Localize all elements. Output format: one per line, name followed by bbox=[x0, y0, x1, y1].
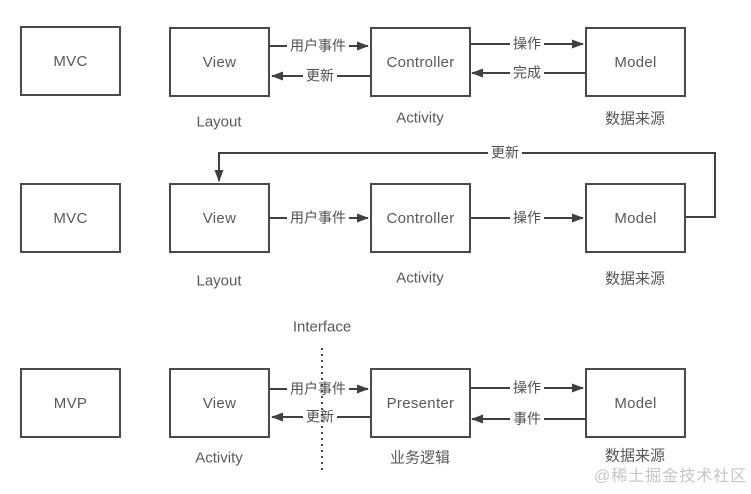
d3-model-label: Model bbox=[614, 394, 657, 412]
d1-pattern-label: MVC bbox=[53, 52, 88, 70]
d3-view-box: View bbox=[169, 368, 270, 438]
d1-model-caption: 数据来源 bbox=[604, 110, 666, 128]
d3-arrow-label-operate: 操作 bbox=[510, 379, 544, 397]
d3-presenter-box: Presenter bbox=[370, 368, 471, 438]
d3-arrow-label-user-event: 用户事件 bbox=[287, 380, 349, 398]
d1-arrow-label-operate: 操作 bbox=[510, 35, 544, 53]
d3-view-caption: Activity bbox=[195, 449, 243, 467]
d3-pattern-label: MVP bbox=[53, 394, 88, 412]
d1-view-box: View bbox=[169, 27, 270, 97]
d1-view-caption: Layout bbox=[196, 113, 242, 131]
d2-arrow-label-operate: 操作 bbox=[510, 209, 544, 227]
d3-model-caption: 数据来源 bbox=[604, 447, 666, 465]
d2-view-label: View bbox=[202, 209, 237, 227]
d1-controller-caption: Activity bbox=[396, 109, 444, 127]
d2-pattern-label: MVC bbox=[53, 209, 88, 227]
d2-controller-label: Controller bbox=[386, 209, 455, 227]
d3-interface-divider-dotted-line bbox=[321, 348, 323, 473]
d3-pattern-box-mvp: MVP bbox=[20, 368, 121, 438]
d1-arrow-label-done: 完成 bbox=[510, 64, 544, 82]
d1-arrow-label-user-event: 用户事件 bbox=[287, 37, 349, 55]
d3-interface-label: Interface bbox=[292, 318, 352, 336]
d2-view-caption: Layout bbox=[196, 272, 242, 290]
d2-model-caption: 数据来源 bbox=[604, 270, 666, 288]
d1-arrow-label-update: 更新 bbox=[303, 67, 337, 85]
d3-arrow-label-update: 更新 bbox=[303, 408, 337, 426]
d3-presenter-caption: 业务逻辑 bbox=[389, 449, 451, 467]
d1-controller-box: Controller bbox=[370, 27, 471, 97]
d2-view-box: View bbox=[169, 183, 270, 253]
watermark: @稀土掘金技术社区 bbox=[594, 468, 748, 485]
d3-arrow-label-event: 事件 bbox=[510, 410, 544, 428]
d1-model-label: Model bbox=[614, 53, 657, 71]
d3-view-label: View bbox=[202, 394, 237, 412]
d2-pattern-box-mvc: MVC bbox=[20, 183, 121, 253]
d2-arrow-label-feedback-update: 更新 bbox=[488, 144, 522, 162]
d1-model-box: Model bbox=[585, 27, 686, 97]
d2-arrow-label-user-event: 用户事件 bbox=[287, 209, 349, 227]
d2-controller-caption: Activity bbox=[396, 269, 444, 287]
d2-model-label: Model bbox=[614, 209, 657, 227]
d1-pattern-box-mvc: MVC bbox=[20, 26, 121, 96]
d2-arrow-model-feedback-to-view bbox=[214, 152, 716, 218]
d3-model-box: Model bbox=[585, 368, 686, 438]
d3-presenter-label: Presenter bbox=[386, 394, 455, 412]
d2-controller-box: Controller bbox=[370, 183, 471, 253]
d1-view-label: View bbox=[202, 53, 237, 71]
d2-model-box: Model bbox=[585, 183, 686, 253]
d1-controller-label: Controller bbox=[386, 53, 455, 71]
